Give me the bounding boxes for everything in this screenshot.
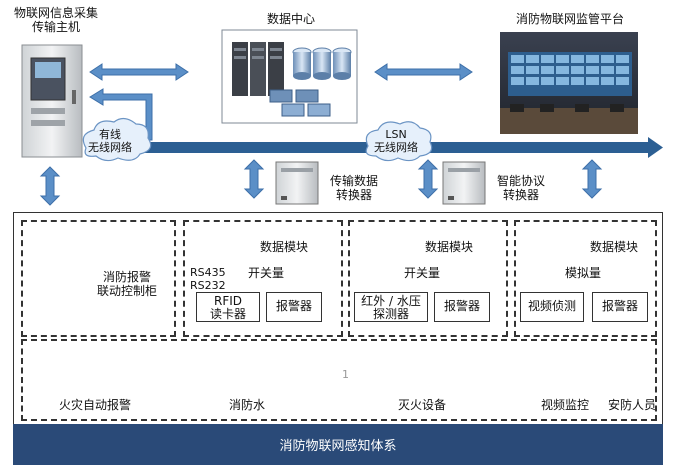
wired-wireless-label: 有线 无线网络 (80, 128, 140, 154)
arrow-right-down (581, 159, 603, 199)
footer-title: 消防物联网感知体系 (279, 439, 397, 454)
transmission-converter-line2: 转换器 (335, 188, 372, 202)
sensor-line2: 探测器 (372, 307, 409, 321)
g1-alarm-box: 报警器 (266, 292, 322, 322)
protocol-converter-line1: 智能协议 (496, 174, 545, 188)
protocol-converter-line2: 转换器 (502, 188, 539, 202)
rfid-line2: 读卡器 (209, 307, 246, 321)
g1-switch-label: 开关量 (248, 266, 285, 280)
platform-label: 消防物联网监管平台 (515, 12, 624, 26)
transmission-converter-line1: 传输数据 (329, 174, 378, 188)
lsn-line1: LSN (385, 128, 407, 141)
protocol-converter-image (442, 161, 486, 205)
sensor-group-frame (348, 220, 508, 337)
g2-data-module-label: 数据模块 (425, 240, 474, 254)
monitoring-platform-image (500, 32, 638, 134)
transmission-host-image (21, 44, 83, 158)
sensor-box: 红外 / 水压 探测器 (354, 292, 428, 322)
arrow-datacenter-platform (374, 63, 473, 81)
arrow-lsn-down (417, 159, 439, 199)
rfid-line1: RFID (213, 294, 243, 308)
host-label-line2: 传输主机 (31, 20, 80, 34)
fire-water-label: 消防水 (228, 398, 265, 412)
perception-system-frame (13, 212, 663, 465)
security-personnel-label: 安防人员 (607, 398, 656, 412)
g2-alarm-box: 报警器 (434, 292, 490, 322)
wired-wireless-line2: 无线网络 (88, 141, 132, 154)
protocol-converter-label: 智能协议 转换器 (490, 174, 552, 202)
transmission-converter-image (275, 161, 319, 205)
lsn-line2: 无线网络 (374, 141, 418, 154)
g3-data-module-label: 数据模块 (590, 240, 639, 254)
extinguishing-label: 灭火设备 (397, 398, 446, 412)
transmission-converter-label: 传输数据 转换器 (323, 174, 385, 202)
host-label-line1: 物联网信息采集 (13, 6, 98, 20)
g2-switch-label: 开关量 (404, 266, 441, 280)
rfid-group-frame (183, 220, 343, 337)
host-label: 物联网信息采集 传输主机 (2, 6, 110, 34)
stray-mark: 1 (342, 368, 349, 381)
arrow-transmission-converter (243, 159, 265, 199)
cabinet-label-line2: 联动控制柜 (96, 284, 157, 298)
g3-analog-label: 模拟量 (565, 266, 602, 280)
device-row-frame (21, 339, 657, 421)
sensor-line1: 红外 / 水压 (361, 294, 421, 308)
video-monitoring-label: 视频监控 (540, 398, 589, 412)
video-group-frame (514, 220, 657, 337)
wired-wireless-line1: 有线 (99, 128, 121, 141)
data-center-label: 数据中心 (266, 12, 315, 26)
footer-banner: 消防物联网感知体系 (13, 424, 663, 465)
cabinet-group-frame (21, 220, 176, 337)
cabinet-label: 消防报警 联动控制柜 (84, 270, 170, 298)
arrow-host-datacenter (89, 63, 189, 81)
g1-rs232-label: RS232 (190, 279, 226, 292)
g1-data-module-label: 数据模块 (260, 240, 309, 254)
lsn-cloud-shape (365, 121, 433, 162)
lsn-label: LSN 无线网络 (362, 128, 430, 154)
data-center-image (221, 29, 358, 124)
g3-alarm-box: 报警器 (592, 292, 648, 322)
cabinet-label-line1: 消防报警 (102, 270, 151, 284)
g1-rs435-label: RS435 (190, 266, 226, 279)
arrow-host-down (39, 166, 61, 206)
fire-alarm-label: 火灾自动报警 (58, 398, 131, 412)
rfid-reader-box: RFID 读卡器 (196, 292, 260, 322)
wired-wireless-cloud-shape (82, 117, 152, 162)
video-detection-box: 视频侦测 (520, 292, 584, 322)
